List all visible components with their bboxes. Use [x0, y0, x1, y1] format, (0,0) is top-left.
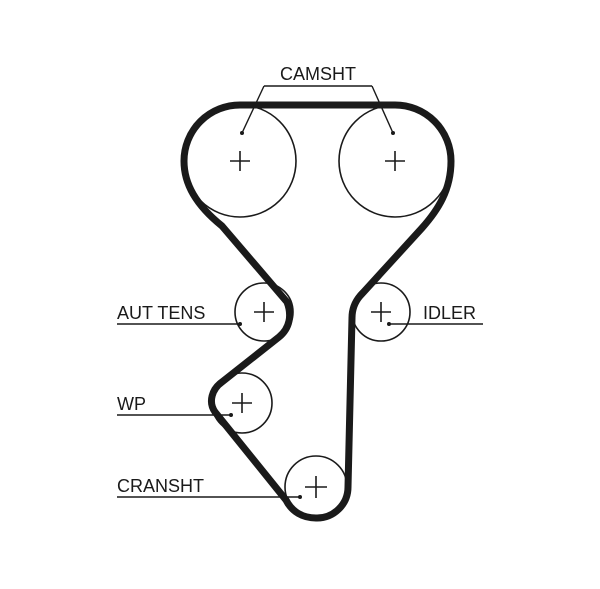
idler-label: IDLER	[423, 303, 476, 323]
camshaft-leader	[240, 85, 395, 135]
auto-tensioner-label: AUT TENS	[117, 303, 205, 323]
camshaft-label: CAMSHT	[280, 64, 356, 84]
crankshaft-leader	[117, 495, 302, 499]
crankshaft-label: CRANSHT	[117, 476, 204, 496]
idler-leader	[387, 322, 483, 326]
timing-belt	[180, 101, 455, 522]
water-pump-leader	[117, 413, 233, 417]
auto-tensioner-pulley	[234, 282, 294, 342]
auto-tensioner-leader	[117, 322, 242, 326]
water-pump-label: WP	[117, 394, 146, 414]
